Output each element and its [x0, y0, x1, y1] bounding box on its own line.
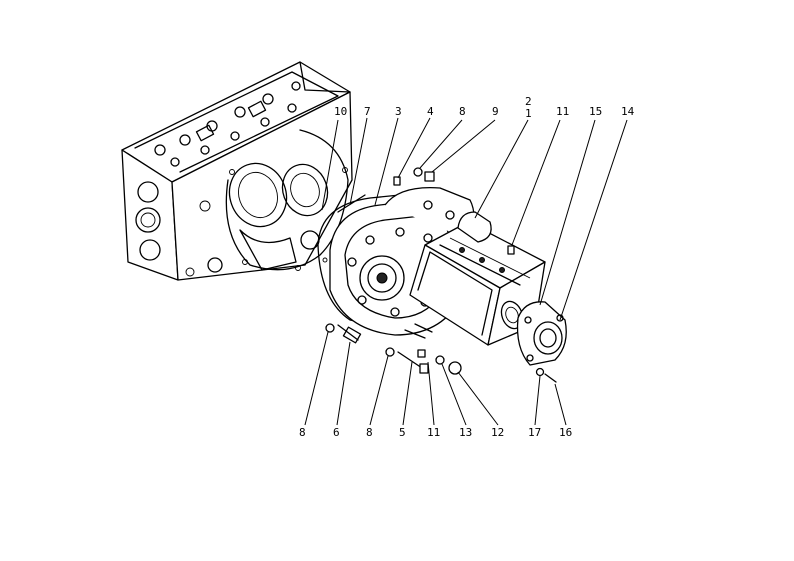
end-cover-part-15: [516, 301, 567, 366]
callout-11-top: 11: [556, 105, 569, 118]
leader-lines: [304, 117, 628, 426]
gearbox-housing: [121, 61, 353, 281]
callout-16: 16: [559, 426, 572, 439]
callout-15: 15: [589, 105, 602, 118]
axle-tube-part-2: [409, 211, 546, 346]
callout-8-top: 8: [459, 105, 466, 118]
callout-6: 6: [333, 426, 340, 439]
callout-8-bottom: 8: [366, 426, 373, 439]
callout-8-bottom-left: 8: [299, 426, 306, 439]
callout-10: 10: [334, 105, 347, 118]
small-fasteners: [325, 167, 557, 383]
callout-2: 2: [525, 95, 532, 108]
callout-12: 12: [491, 426, 504, 439]
callout-1: 1: [525, 107, 532, 120]
callout-3: 3: [395, 105, 402, 118]
callout-5: 5: [399, 426, 406, 439]
callout-17: 17: [528, 426, 541, 439]
callout-labels: 10 7 3 4 8 9 2 1 11 15 14 8 6 8 5 11 13 …: [299, 95, 635, 439]
callout-13: 13: [459, 426, 472, 439]
callout-7: 7: [364, 105, 371, 118]
callout-4: 4: [427, 105, 434, 118]
callout-11-bottom: 11: [427, 426, 440, 439]
callout-14: 14: [621, 105, 635, 118]
callout-9: 9: [492, 105, 499, 118]
